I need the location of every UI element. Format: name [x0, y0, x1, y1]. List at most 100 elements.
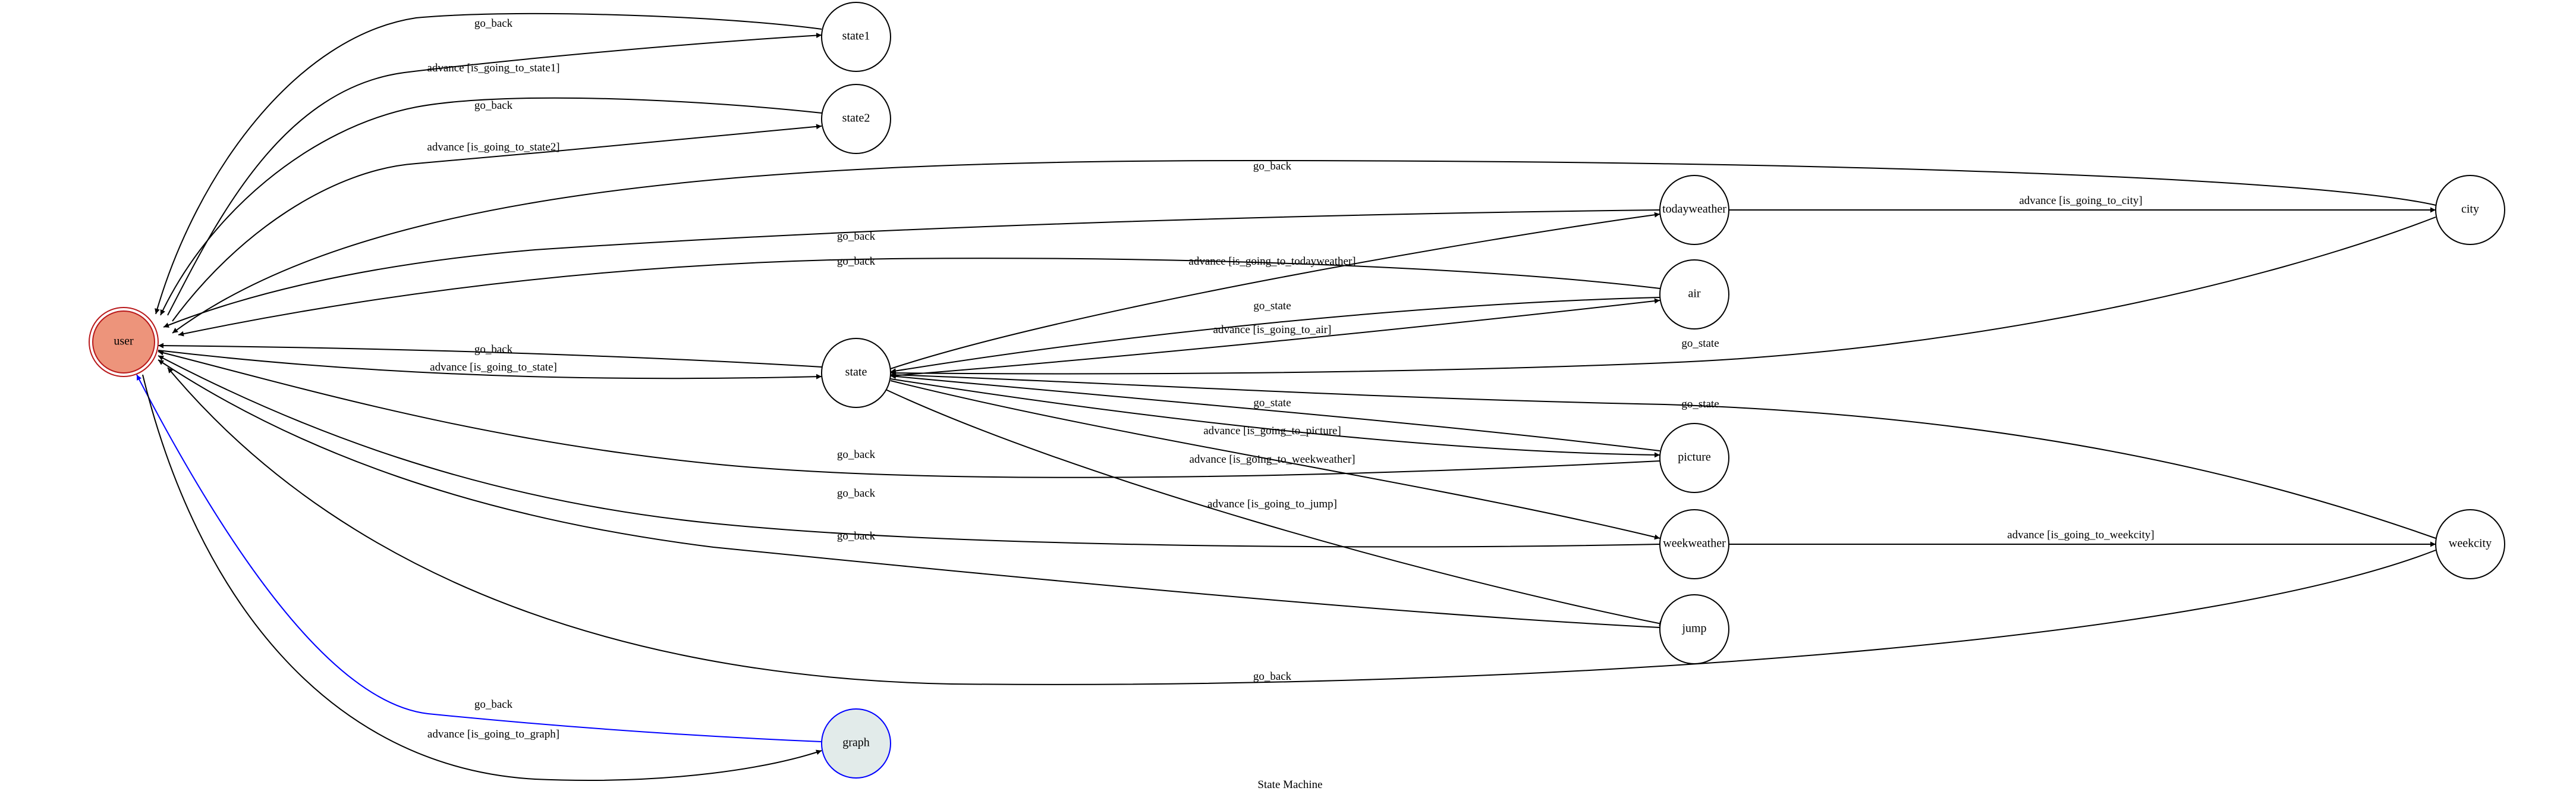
node-state1: state1 [821, 2, 891, 72]
edge-jump-user: go_back [158, 359, 1660, 628]
node-label: state2 [842, 112, 870, 125]
node-circle [92, 310, 155, 374]
node-city: city [2435, 175, 2505, 245]
node-todayweather: todayweather [1659, 175, 1729, 245]
edge-picture-user: go_back [158, 350, 1660, 478]
edge-state2-user: go_back [160, 97, 822, 316]
node-label: weekweather [1663, 537, 1726, 550]
node-label: state [845, 366, 867, 379]
diagram-title: State Machine [1257, 779, 1322, 791]
node-circle [2435, 175, 2505, 245]
edge-label: go_state [1253, 397, 1291, 409]
edge-state-todayweather: advance [is_going_to_todayweather] [890, 212, 1660, 369]
edge-label: advance [is_going_to_state2] [427, 141, 559, 153]
node-label: graph [842, 736, 870, 749]
edge-label: advance [is_going_to_state1] [427, 62, 559, 74]
edge-state-jump: advance [is_going_to_jump] [885, 389, 1665, 626]
edge-line [890, 298, 1660, 376]
edge-label: advance [is_going_to_weekweather] [1189, 453, 1355, 466]
edge-weekweather-user: go_back [158, 355, 1660, 548]
edge-weekcity-user: go_back [167, 367, 2436, 685]
node-weekcity: weekcity [2435, 509, 2505, 579]
edge-line [158, 343, 822, 368]
edge-line [178, 258, 1660, 337]
edge-line [142, 374, 822, 781]
edge-state-picture: advance [is_going_to_picture] [890, 378, 1660, 458]
node-label: state1 [842, 30, 870, 43]
edge-label: advance [is_going_to_weekcity] [2007, 529, 2154, 541]
node-circle [821, 338, 891, 408]
node-circle [1659, 423, 1729, 493]
node-circle [2435, 509, 2505, 579]
edge-line [890, 378, 1660, 458]
node-picture: picture [1659, 423, 1729, 493]
edge-user-state: advance [is_going_to_state] [158, 350, 822, 379]
edge-air-state: go_state [890, 297, 1660, 374]
edge-state-air: advance [is_going_to_air] [890, 298, 1660, 376]
edge-state1-user: go_back [155, 12, 822, 315]
edge-line [890, 380, 1660, 540]
node-state: state [821, 338, 891, 408]
node-weekweather: weekweather [1659, 509, 1729, 579]
edge-line [890, 372, 2436, 539]
node-circle [1659, 175, 1729, 245]
edge-user-state1: advance [is_going_to_state1] [167, 33, 822, 316]
edge-label: advance [is_going_to_jump] [1207, 498, 1337, 510]
nodes-layer: user state1 state2 state graph todayweather ai… [89, 2, 2505, 779]
edge-label: go_back [474, 698, 513, 711]
edge-label: go_back [837, 530, 876, 542]
node-user: user [89, 307, 159, 377]
edge-line [890, 212, 1660, 369]
edge-weekweather-weekcity: advance [is_going_to_weekcity] [1729, 529, 2436, 547]
edge-line [158, 350, 1660, 478]
edge-line [155, 12, 822, 315]
edge-city-user: go_back [172, 159, 2436, 334]
edge-weekcity-state: go_state [890, 372, 2436, 539]
edge-line [890, 374, 1660, 451]
node-circle [821, 84, 891, 154]
edge-state-weekweather: advance [is_going_to_weekweather] [890, 380, 1660, 540]
edge-label: go_back [474, 343, 513, 356]
edge-graph-user: go_back [136, 374, 822, 742]
edge-line [158, 350, 822, 379]
edge-label: go_back [474, 99, 513, 112]
edge-user-state2: advance [is_going_to_state2] [172, 124, 822, 322]
edge-label: go_back [837, 487, 876, 500]
node-label: city [2461, 203, 2479, 216]
edge-line [158, 355, 1660, 548]
node-state2: state2 [821, 84, 891, 154]
edge-air-user: go_back [178, 255, 1660, 337]
node-graph: graph [821, 708, 891, 779]
node-label: jump [1681, 622, 1706, 635]
edge-label: go_back [837, 230, 876, 243]
node-label: picture [1678, 451, 1711, 464]
edge-line [172, 124, 822, 322]
edge-line [163, 209, 1660, 328]
edge-label: go_back [1253, 670, 1292, 683]
edge-label: go_back [837, 255, 876, 268]
edge-city-state: go_state [890, 216, 2436, 376]
edge-label: advance [is_going_to_city] [2019, 194, 2142, 207]
node-jump: jump [1659, 594, 1729, 664]
node-circle [1659, 594, 1729, 664]
node-circle [821, 2, 891, 72]
edge-picture-state: go_state [890, 374, 1660, 451]
edge-state-user: go_back [158, 343, 822, 368]
edge-label: go_back [1253, 160, 1292, 172]
edge-label: go_state [1681, 337, 1719, 350]
edge-line [167, 367, 2436, 685]
edge-todayweather-user: go_back [163, 209, 1660, 328]
node-label: user [114, 335, 134, 348]
node-circle [1659, 259, 1729, 330]
edge-label: advance [is_going_to_state] [430, 361, 557, 374]
edge-todayweather-city: advance [is_going_to_city] [1729, 194, 2436, 213]
edge-label: go_back [474, 17, 513, 30]
node-label: todayweather [1662, 203, 1726, 216]
node-circle [821, 708, 891, 779]
node-air: air [1659, 259, 1729, 330]
edge-line [172, 159, 2436, 334]
edge-line [885, 389, 1665, 626]
edge-line [136, 374, 822, 742]
